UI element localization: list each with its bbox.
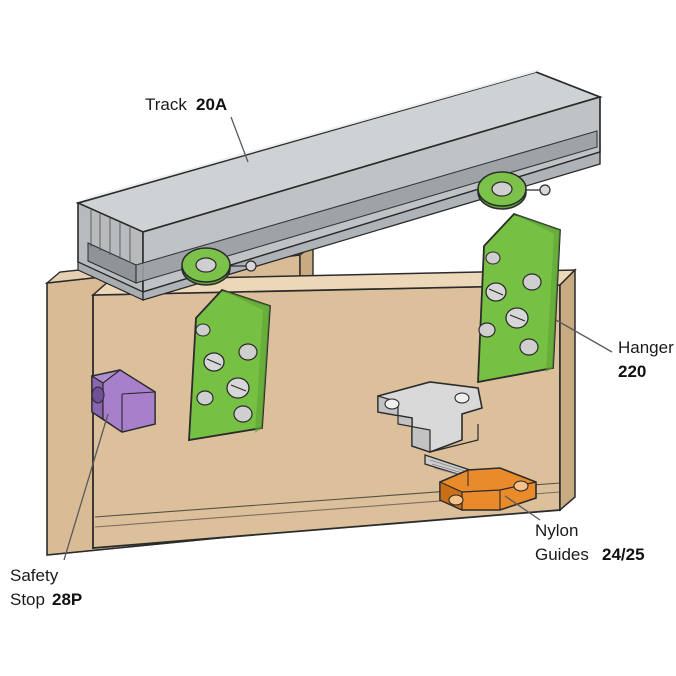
- safety-stop-part: [91, 369, 156, 433]
- nylon-guides-part: [439, 467, 537, 511]
- label-track: Track 20A: [145, 95, 227, 114]
- center-bracket: [377, 381, 483, 479]
- roller-wheel-right: [477, 171, 551, 210]
- label-hanger-name: Hanger: [618, 338, 674, 357]
- label-hanger-code: 220: [618, 362, 646, 381]
- label-track-code: 20A: [196, 95, 227, 114]
- label-safety-stop: Safety Stop 28P: [10, 566, 82, 609]
- label-safety-code: 28P: [52, 590, 82, 609]
- leader-safety-stop: [63, 413, 109, 561]
- leader-track: [230, 116, 249, 163]
- leader-nylon-guides: [504, 495, 541, 521]
- hanger-left-screws: [195, 323, 258, 423]
- label-hanger: Hanger 220: [618, 338, 674, 381]
- hanger-right: [477, 171, 561, 384]
- leader-hanger: [555, 319, 613, 353]
- label-safety-name-line1: Safety: [10, 566, 59, 585]
- label-nylon-guides: Nylon Guides 24/25: [535, 521, 645, 564]
- hanger-right-screws: [478, 251, 542, 356]
- label-nylon-name-line2: Guides: [535, 545, 589, 564]
- hanger-left: [181, 247, 271, 442]
- label-nylon-name-line1: Nylon: [535, 521, 578, 540]
- label-safety-name-line2: Stop: [10, 590, 45, 609]
- label-nylon-code: 24/25: [602, 545, 645, 564]
- roller-wheel-left: [181, 247, 257, 286]
- label-track-name: Track: [145, 95, 187, 114]
